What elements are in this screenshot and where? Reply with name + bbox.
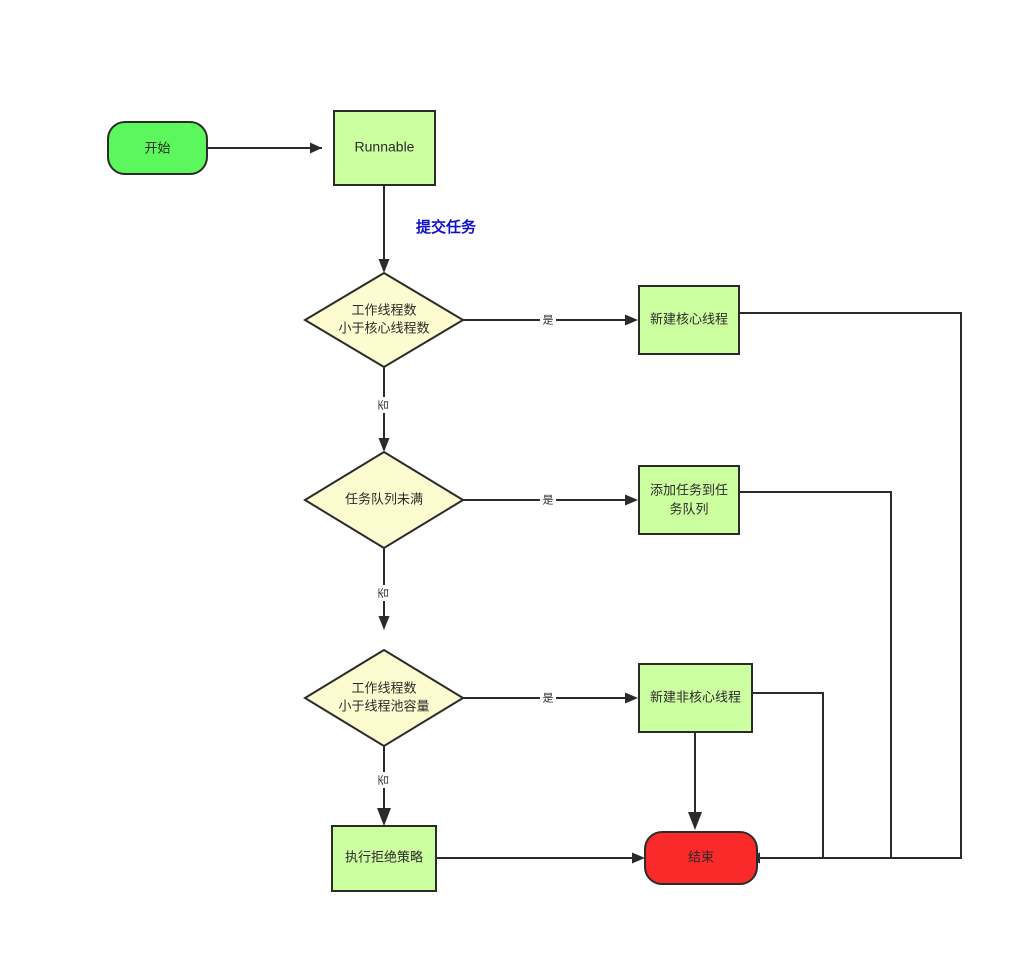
node-add-queue-label-line2: 务队列 xyxy=(669,501,708,516)
node-runnable[interactable]: Runnable xyxy=(333,110,436,186)
node-new-core-thread[interactable]: 新建核心线程 xyxy=(638,285,740,355)
arrow-head xyxy=(688,812,702,830)
node-add-task-to-queue[interactable]: 添加任务到任 务队列 xyxy=(638,465,740,535)
node-decision-capacity-label-line1: 工作线程数 xyxy=(351,680,416,695)
arrow-head xyxy=(625,494,638,506)
edge-decision-core-yes: 是 xyxy=(463,312,638,329)
edge-new-noncore-side-to-end xyxy=(752,692,824,859)
add-queue-rect-shape xyxy=(638,465,740,535)
node-new-noncore-label: 新建非核心线程 xyxy=(650,689,741,704)
edge-start-to-runnable xyxy=(207,142,322,154)
edge-new-core-to-end xyxy=(739,312,962,864)
new-noncore-rect-shape xyxy=(638,663,753,733)
node-new-core-label: 新建核心线程 xyxy=(650,311,728,326)
edge-line xyxy=(752,692,824,859)
edge-label-yes-capacity: 是 xyxy=(543,691,554,704)
node-decision-core-label-line2: 小于核心线程数 xyxy=(338,320,429,335)
reject-rect-shape xyxy=(331,825,437,892)
decision-capacity-diamond-shape xyxy=(303,648,465,748)
edge-label-backdrop xyxy=(376,585,393,601)
edge-runnable-to-decision-core: 提交任务 xyxy=(378,185,477,273)
node-end[interactable]: 结束 xyxy=(644,831,758,885)
node-runnable-label: Runnable xyxy=(355,139,415,155)
edge-new-noncore-to-end xyxy=(688,732,702,830)
node-add-queue-label-line1: 添加任务到任 xyxy=(650,482,728,497)
edge-line xyxy=(739,312,962,859)
decision-core-diamond-shape xyxy=(303,271,465,369)
node-decision-queue-not-full[interactable]: 任务队列未满 xyxy=(303,450,465,550)
edge-label-no-queue: 否 xyxy=(378,588,390,599)
node-start[interactable]: 开始 xyxy=(107,121,208,175)
node-decision-capacity-label-line2: 小于线程池容量 xyxy=(338,698,429,713)
edge-label-backdrop xyxy=(376,397,393,413)
edge-label-backdrop xyxy=(540,312,556,329)
arrow-head xyxy=(377,808,391,826)
node-start-label: 开始 xyxy=(144,140,170,155)
edge-label-no-core: 否 xyxy=(378,400,390,411)
arrow-head xyxy=(378,616,390,630)
node-decision-queue-label-line1: 任务队列未满 xyxy=(345,491,423,506)
start-terminator-shape xyxy=(107,121,208,175)
edge-line xyxy=(739,491,892,859)
edge-add-queue-to-end xyxy=(739,491,892,859)
node-decision-core-threads[interactable]: 工作线程数 小于核心线程数 xyxy=(303,271,465,369)
edge-decision-queue-no: 否 xyxy=(376,540,393,630)
node-reject-label: 执行拒绝策略 xyxy=(345,849,423,864)
arrow-head xyxy=(625,692,638,704)
arrow-head xyxy=(378,259,390,273)
edge-label-yes-core: 是 xyxy=(543,313,554,326)
arrow-head xyxy=(625,314,638,326)
arrow-head xyxy=(632,852,645,864)
arrow-head xyxy=(378,438,390,452)
edge-label-submit-task: 提交任务 xyxy=(416,218,477,236)
edge-label-backdrop xyxy=(540,492,556,509)
decision-queue-diamond-shape xyxy=(303,450,465,550)
edge-decision-core-no: 否 xyxy=(376,359,393,452)
edge-label-yes-queue: 是 xyxy=(543,493,554,506)
end-terminator-shape xyxy=(644,831,758,885)
arrow-head xyxy=(310,142,322,154)
node-decision-core-label-line1: 工作线程数 xyxy=(351,302,416,317)
edge-decision-capacity-yes: 是 xyxy=(463,690,638,707)
new-core-rect-shape xyxy=(638,285,740,355)
node-execute-reject-policy[interactable]: 执行拒绝策略 xyxy=(331,825,437,892)
node-end-label: 结束 xyxy=(688,849,714,864)
edge-label-no-capacity: 否 xyxy=(378,775,390,786)
edge-decision-queue-yes: 是 xyxy=(463,492,638,509)
runnable-rect-shape xyxy=(333,110,436,186)
node-new-noncore-thread[interactable]: 新建非核心线程 xyxy=(638,663,753,733)
edge-label-backdrop xyxy=(540,690,556,707)
edge-reject-to-end xyxy=(436,852,645,864)
edge-decision-capacity-no: 否 xyxy=(376,738,393,826)
edge-label-backdrop xyxy=(376,772,393,788)
node-decision-pool-capacity[interactable]: 工作线程数 小于线程池容量 xyxy=(303,648,465,748)
